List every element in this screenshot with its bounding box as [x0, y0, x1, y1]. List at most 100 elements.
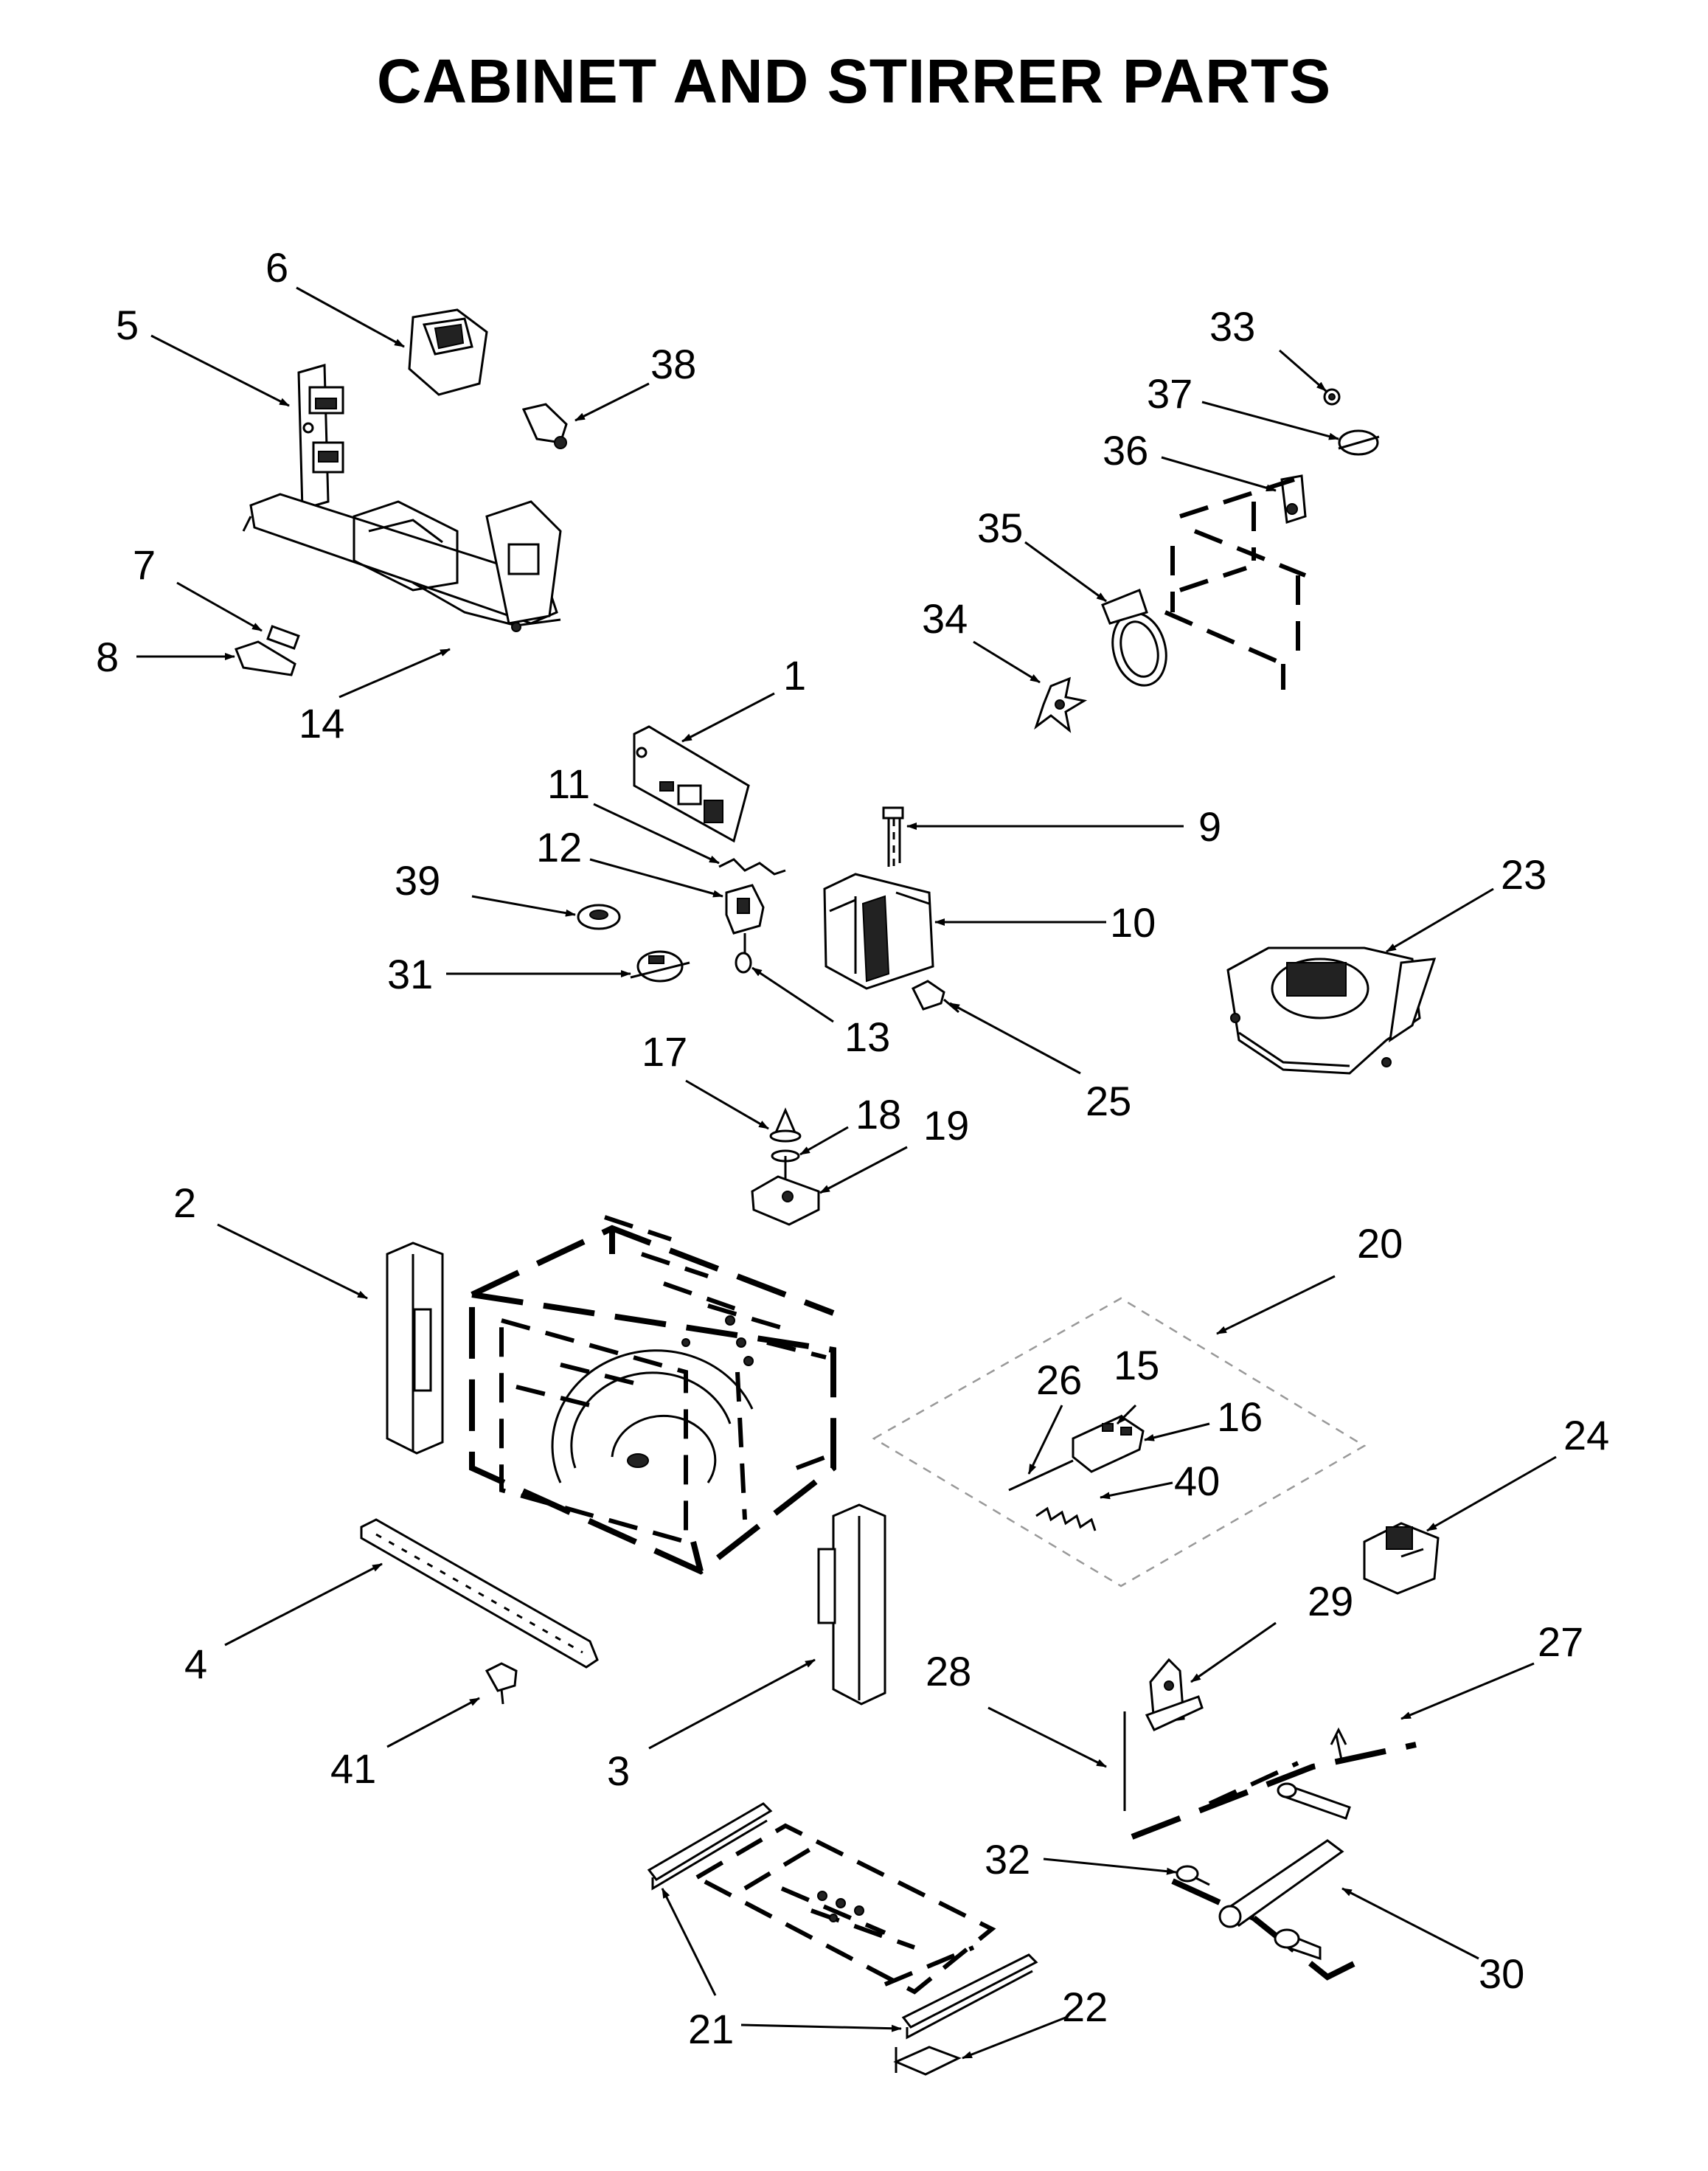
leader-40: [1100, 1481, 1173, 1500]
callout-22: 22: [1062, 1984, 1108, 2030]
part-1-control-board: [633, 725, 750, 843]
leader-41: [386, 1697, 480, 1748]
part-22-foot-bracket: [893, 2046, 962, 2076]
leader-32: [1043, 1857, 1177, 1875]
leader-lines: [136, 286, 1557, 2060]
callout-10: 10: [1110, 899, 1156, 946]
leader-27: [1400, 1662, 1535, 1720]
callout-39: 39: [395, 857, 440, 904]
callout-41: 41: [330, 1745, 376, 1792]
part-33-nut: [1323, 388, 1341, 406]
part-39-ferrite-core: [577, 904, 621, 930]
callout-20: 20: [1357, 1220, 1403, 1267]
part-19-base-bracket: [751, 1175, 820, 1226]
part-21-rail-right: [901, 1953, 1038, 2040]
leader-17: [685, 1079, 769, 1130]
part-4-hinge-rail: [360, 1518, 599, 1669]
part-23-blower: [1226, 946, 1437, 1075]
callout-1: 1: [783, 652, 806, 699]
callout-numbers: 6 5 38 7 8 14 33 37 36 35 34 1 11 12 13 …: [96, 244, 1609, 2052]
callout-9: 9: [1198, 803, 1221, 850]
part-34-stirrer-blade: [1034, 676, 1088, 733]
leader-23: [1386, 887, 1494, 953]
page-title: CABINET AND STIRRER PARTS: [376, 46, 1332, 116]
leader-5: [150, 334, 290, 407]
leader-16: [1144, 1422, 1210, 1441]
part-41-screw: [485, 1662, 518, 1705]
callout-40: 40: [1174, 1458, 1220, 1504]
leader-25: [949, 1002, 1081, 1075]
callout-25: 25: [1086, 1078, 1131, 1124]
part-6-relay: [408, 308, 488, 396]
callout-7: 7: [133, 541, 156, 588]
callout-31: 31: [387, 951, 433, 997]
callout-18: 18: [855, 1091, 901, 1138]
callout-29: 29: [1308, 1578, 1353, 1624]
part-7-fuse: [266, 625, 300, 650]
callout-37: 37: [1147, 370, 1193, 417]
part-36-bracket: [1280, 474, 1307, 524]
leader-15: [1116, 1404, 1137, 1425]
leader-20: [1216, 1275, 1336, 1335]
callout-11: 11: [547, 761, 590, 807]
part-13-hook: [735, 933, 752, 974]
part-31-thermal-cutout: [630, 950, 690, 983]
part-40-spring: [1035, 1506, 1097, 1531]
part-5-switch-bracket: [297, 364, 344, 510]
part-29-mount-bracket: [1145, 1658, 1204, 1731]
leader-35: [1024, 541, 1107, 603]
leader-34: [973, 640, 1041, 684]
callout-33: 33: [1209, 303, 1255, 350]
part-9-probe: [882, 806, 904, 870]
callout-38: 38: [650, 341, 696, 387]
part-25-screw: [911, 980, 959, 1014]
callout-23: 23: [1501, 851, 1546, 898]
stirrer-motor-frame: [1131, 1742, 1417, 1981]
leader-12: [589, 858, 723, 898]
part-35-stirrer-loop: [1101, 589, 1167, 687]
leader-13: [751, 966, 834, 1023]
leader-3: [648, 1658, 816, 1750]
leader-4: [224, 1562, 383, 1647]
leader-19: [819, 1146, 908, 1194]
callout-16: 16: [1217, 1393, 1263, 1440]
callout-15: 15: [1114, 1342, 1159, 1388]
leader-29: [1190, 1621, 1277, 1683]
leader-2: [217, 1223, 368, 1300]
part-15-terminal-block: [1072, 1415, 1145, 1473]
callout-30: 30: [1479, 1950, 1524, 1997]
callout-12: 12: [536, 824, 582, 870]
part-30-link-arm: [1218, 1839, 1344, 1961]
leader-7: [176, 581, 263, 632]
stirrer-bracket-outline: [1164, 477, 1307, 690]
part-17-stirrer-cone: [769, 1107, 802, 1143]
callout-4: 4: [184, 1641, 207, 1687]
base-plate: [692, 1823, 996, 1995]
callout-13: 13: [844, 1014, 890, 1060]
callout-28: 28: [926, 1648, 971, 1694]
leader-11: [593, 803, 720, 865]
leader-30: [1341, 1887, 1479, 1960]
leader-1: [681, 692, 775, 743]
callout-17: 17: [642, 1028, 687, 1075]
callout-8: 8: [96, 634, 119, 680]
part-11-wire-clip: [718, 858, 786, 876]
leader-6: [296, 286, 405, 348]
leader-39: [471, 895, 576, 917]
callout-32: 32: [985, 1836, 1030, 1883]
callout-21: 21: [688, 2006, 734, 2052]
leader-37: [1201, 401, 1339, 440]
part-21-rail-left: [647, 1802, 773, 1891]
callout-36: 36: [1103, 427, 1148, 474]
leader-26: [1027, 1405, 1063, 1475]
part-3-right-panel: [817, 1503, 886, 1706]
leader-36: [1161, 456, 1277, 492]
callout-6: 6: [265, 244, 288, 291]
leader-28: [987, 1706, 1107, 1768]
leader-24: [1426, 1455, 1557, 1532]
callout-14: 14: [299, 700, 344, 747]
callout-35: 35: [977, 505, 1023, 551]
part-27-clip: [1330, 1727, 1347, 1764]
cabinet-enclosure: [469, 1215, 836, 1575]
